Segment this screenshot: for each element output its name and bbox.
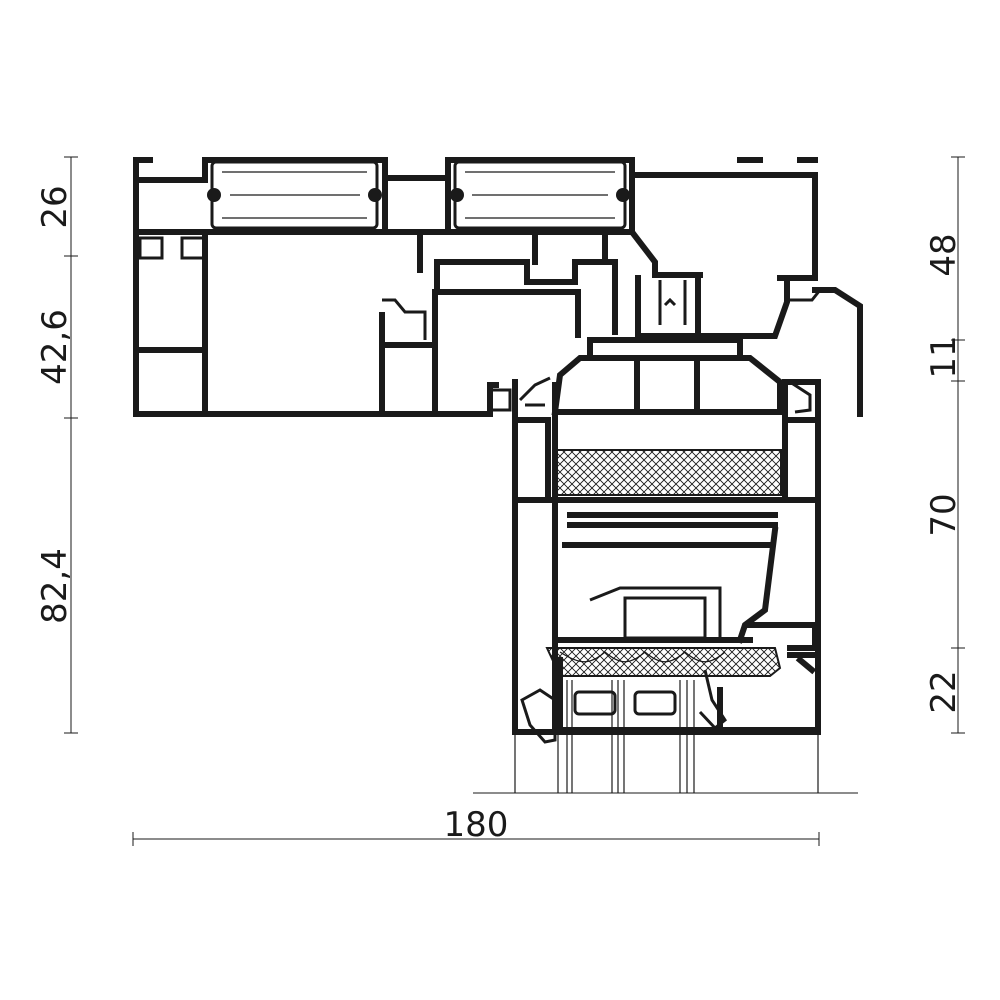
dimension-lines (64, 156, 965, 846)
dim-left-2: 42,6 (35, 309, 75, 385)
sash-profile (512, 337, 821, 735)
gaskets (488, 376, 812, 744)
dim-right-4: 22 (924, 670, 964, 713)
dim-left-3: 82,4 (35, 548, 75, 624)
glazing-insulation (545, 449, 782, 677)
dim-left-1: 26 (35, 185, 75, 228)
dimension-labels: 26 42,6 82,4 48 11 70 22 180 (35, 185, 964, 845)
dim-bottom: 180 (444, 805, 509, 845)
dim-right-1: 48 (924, 233, 964, 276)
dim-right-3: 70 (924, 493, 964, 536)
insulating-strips-upper (138, 160, 687, 340)
upper-frame-profile (133, 157, 863, 417)
dim-right-2: 11 (924, 335, 964, 378)
glass-panes (514, 680, 819, 793)
